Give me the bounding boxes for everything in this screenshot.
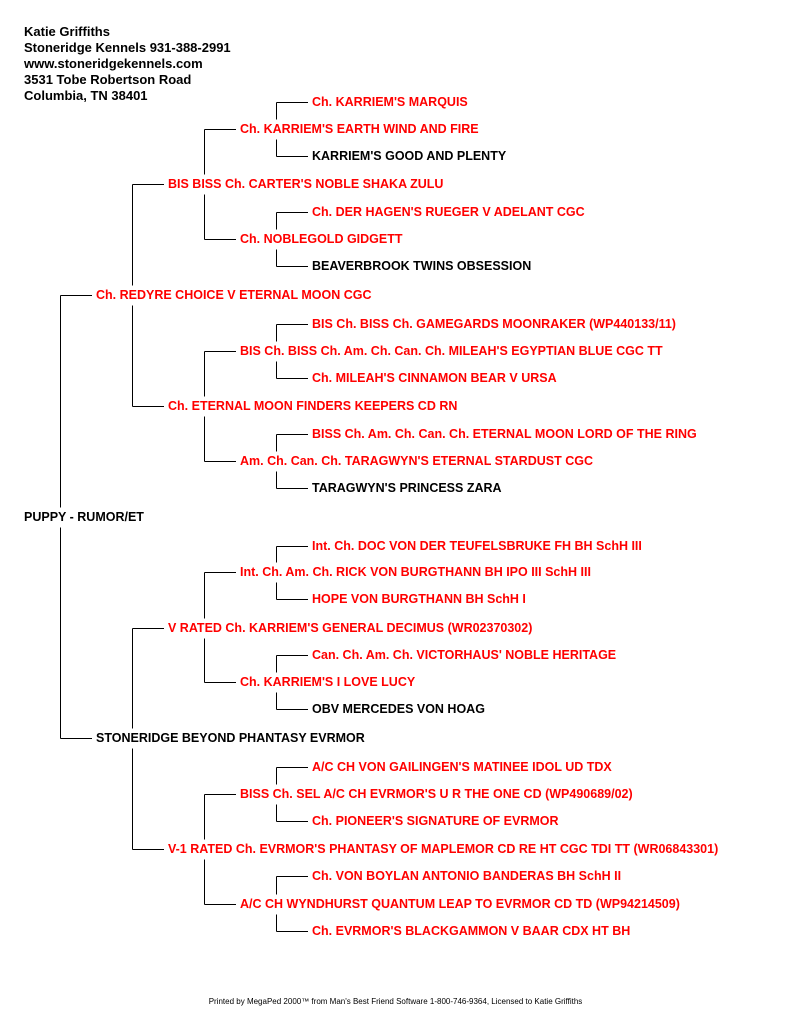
website: www.stoneridgekennels.com: [24, 56, 203, 71]
ancestor-gen3-name: Ch. KARRIEM'S EARTH WIND AND FIRE: [240, 122, 479, 136]
ancestor-gen1-name: STONERIDGE BEYOND PHANTASY EVRMOR: [96, 731, 365, 745]
ancestor-gen4-name: Ch. DER HAGEN'S RUEGER V ADELANT CGC: [312, 205, 585, 219]
kennel-phone: Stoneridge Kennels 931-388-2991: [24, 40, 231, 55]
footer-printed-by: Printed by MegaPed 2000™ from Man's Best…: [208, 997, 583, 1006]
ancestor-gen4-name: Ch. EVRMOR'S BLACKGAMMON V BAAR CDX HT B…: [312, 924, 631, 938]
ancestor-gen4-name: A/C CH VON GAILINGEN'S MATINEE IDOL UD T…: [312, 760, 612, 774]
breeder-header: Katie Griffiths Stoneridge Kennels 931-3…: [24, 24, 231, 104]
ancestor-gen4-name: Ch. PIONEER'S SIGNATURE OF EVRMOR: [312, 814, 559, 828]
ancestor-gen3-name: Ch. KARRIEM'S I LOVE LUCY: [240, 675, 416, 689]
ancestor-gen4-name: TARAGWYN'S PRINCESS ZARA: [312, 481, 502, 495]
ancestor-gen4-name: Can. Ch. Am. Ch. VICTORHAUS' NOBLE HERIT…: [312, 648, 617, 662]
ancestor-gen3-name: BISS Ch. SEL A/C CH EVRMOR'S U R THE ONE…: [240, 787, 633, 801]
city-state-zip: Columbia, TN 38401: [24, 88, 148, 103]
ancestor-gen4-name: Int. Ch. DOC VON DER TEUFELSBRUKE FH BH …: [312, 539, 642, 553]
ancestor-gen2-name: Ch. ETERNAL MOON FINDERS KEEPERS CD RN: [168, 399, 458, 413]
ancestor-gen2-name: V RATED Ch. KARRIEM'S GENERAL DECIMUS (W…: [168, 621, 533, 635]
subject-dog-name: PUPPY - RUMOR/ET: [24, 510, 144, 524]
ancestor-gen4-name: BIS Ch. BISS Ch. GAMEGARDS MOONRAKER (WP…: [312, 317, 676, 331]
ancestor-gen3-name: Ch. NOBLEGOLD GIDGETT: [240, 232, 403, 246]
ancestor-gen4-name: Ch. MILEAH'S CINNAMON BEAR V URSA: [312, 371, 557, 385]
ancestor-gen4-name: BEAVERBROOK TWINS OBSESSION: [312, 259, 532, 273]
ancestor-gen2-name: BIS BISS Ch. CARTER'S NOBLE SHAKA ZULU: [168, 177, 444, 191]
ancestor-gen4-name: Ch. KARRIEM'S MARQUIS: [312, 95, 468, 109]
breeder-name: Katie Griffiths: [24, 24, 110, 39]
ancestor-gen1-name: Ch. REDYRE CHOICE V ETERNAL MOON CGC: [96, 288, 372, 302]
ancestor-gen4-name: BISS Ch. Am. Ch. Can. Ch. ETERNAL MOON L…: [312, 427, 697, 441]
ancestor-gen4-name: OBV MERCEDES VON HOAG: [312, 702, 485, 716]
ancestor-gen4-name: KARRIEM'S GOOD AND PLENTY: [312, 149, 507, 163]
ancestor-gen4-name: HOPE VON BURGTHANN BH SchH I: [312, 592, 526, 606]
street-address: 3531 Tobe Robertson Road: [24, 72, 192, 87]
ancestor-gen2-name: V-1 RATED Ch. EVRMOR'S PHANTASY OF MAPLE…: [168, 842, 719, 856]
ancestor-gen3-name: Int. Ch. Am. Ch. RICK VON BURGTHANN BH I…: [240, 565, 591, 579]
ancestor-gen3-name: BIS Ch. BISS Ch. Am. Ch. Can. Ch. MILEAH…: [240, 344, 663, 358]
ancestor-gen4-name: Ch. VON BOYLAN ANTONIO BANDERAS BH SchH …: [312, 869, 622, 883]
ancestor-gen3-name: Am. Ch. Can. Ch. TARAGWYN'S ETERNAL STAR…: [240, 454, 593, 468]
ancestor-gen3-name: A/C CH WYNDHURST QUANTUM LEAP TO EVRMOR …: [240, 897, 680, 911]
